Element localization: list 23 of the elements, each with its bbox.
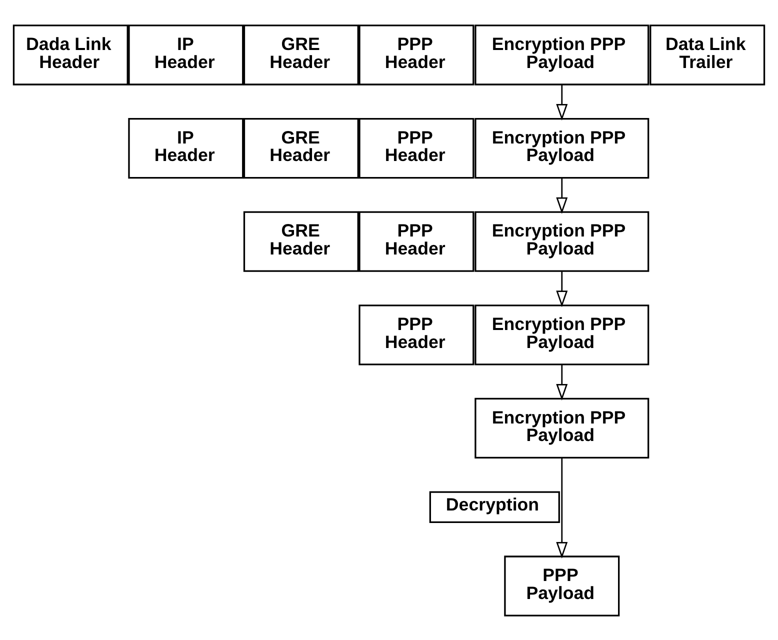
arrow <box>556 364 568 400</box>
node-box: PPP Payload <box>504 555 620 616</box>
node-box: PPP Header <box>358 210 474 272</box>
node-box: IP Header <box>128 117 244 178</box>
node-box: PPP Header <box>358 304 474 365</box>
arrow <box>556 458 568 558</box>
arrow <box>556 84 568 120</box>
arrow <box>556 270 568 307</box>
node-box: Data Link Trailer <box>650 24 766 85</box>
node-box: PPP Header <box>358 24 474 85</box>
node-box: Encryption PPP Payload <box>474 210 650 272</box>
node-box: Decryption <box>429 490 560 523</box>
node-box: Dada Link Header <box>12 24 128 85</box>
node-box: Encryption PPP Payload <box>474 24 650 85</box>
node-box: IP Header <box>128 24 244 85</box>
node-box: PPP Header <box>358 117 474 178</box>
node-box: Encryption PPP Payload <box>474 117 650 178</box>
node-box: Encryption PPP Payload <box>474 397 650 458</box>
node-box: GRE Header <box>243 117 359 178</box>
arrow <box>556 177 568 214</box>
node-box: GRE Header <box>243 24 359 85</box>
node-box: Encryption PPP Payload <box>474 304 650 365</box>
node-box: GRE Header <box>243 210 359 272</box>
